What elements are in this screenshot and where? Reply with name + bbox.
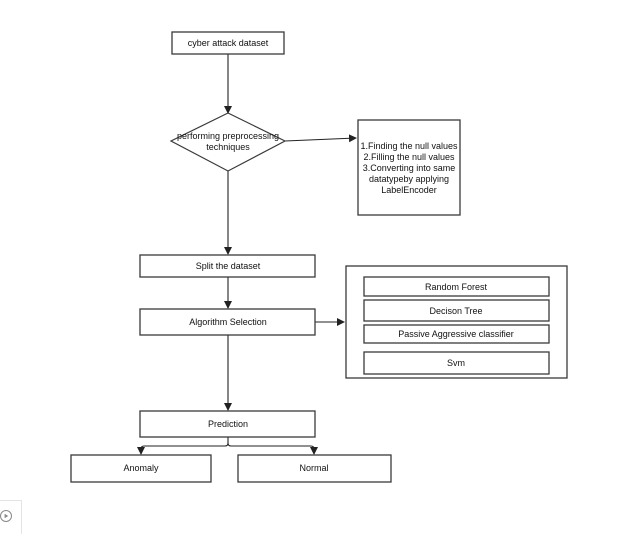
preprocess-label-line-1: performing preprocessing [177, 131, 279, 141]
algorithm-decision-tree-label: Decison Tree [429, 306, 482, 316]
algorithm-svm: Svm [363, 351, 550, 375]
edge-prediction-to-normal [227, 442, 318, 455]
edge-prediction-to-anomaly [137, 437, 229, 455]
dataset-label: cyber attack dataset [188, 38, 269, 48]
algorithm-passive-aggressive-label: Passive Aggressive classifier [398, 329, 514, 339]
preprocess-node: performing preprocessing techniques [169, 112, 287, 172]
anomaly-node: Anomaly [70, 454, 212, 483]
split-node: Split the dataset [139, 254, 316, 278]
normal-label: Normal [299, 463, 328, 473]
algorithm-decision-tree: Decison Tree [363, 299, 550, 322]
preprocess-step-4: datatypeby applying [369, 174, 449, 184]
preprocess-steps-node: 1.Finding the null values 2.Filling the … [357, 119, 461, 216]
preprocess-label-line-2: techniques [206, 142, 250, 152]
split-label: Split the dataset [196, 261, 261, 271]
algorithm-node: Algorithm Selection [139, 308, 316, 336]
preprocess-step-3: 3.Converting into same [363, 163, 456, 173]
algorithm-random-forest: Random Forest [363, 276, 550, 297]
edge-preprocess-to-steps [284, 134, 357, 143]
prediction-node: Prediction [139, 410, 316, 438]
preprocess-step-5: LabelEncoder [381, 185, 437, 195]
preprocess-step-2: 2.Filling the null values [363, 152, 455, 162]
dataset-node: cyber attack dataset [171, 31, 285, 55]
corner-panel [0, 500, 22, 534]
normal-node: Normal [237, 454, 392, 483]
play-circle-icon[interactable] [0, 509, 14, 523]
algorithm-label: Algorithm Selection [189, 317, 267, 327]
prediction-label: Prediction [208, 419, 248, 429]
anomaly-label: Anomaly [123, 463, 159, 473]
preprocess-step-1: 1.Finding the null values [360, 141, 458, 151]
algorithm-passive-aggressive: Passive Aggressive classifier [363, 324, 550, 344]
algorithm-svm-label: Svm [447, 358, 465, 368]
algorithm-random-forest-label: Random Forest [425, 282, 488, 292]
